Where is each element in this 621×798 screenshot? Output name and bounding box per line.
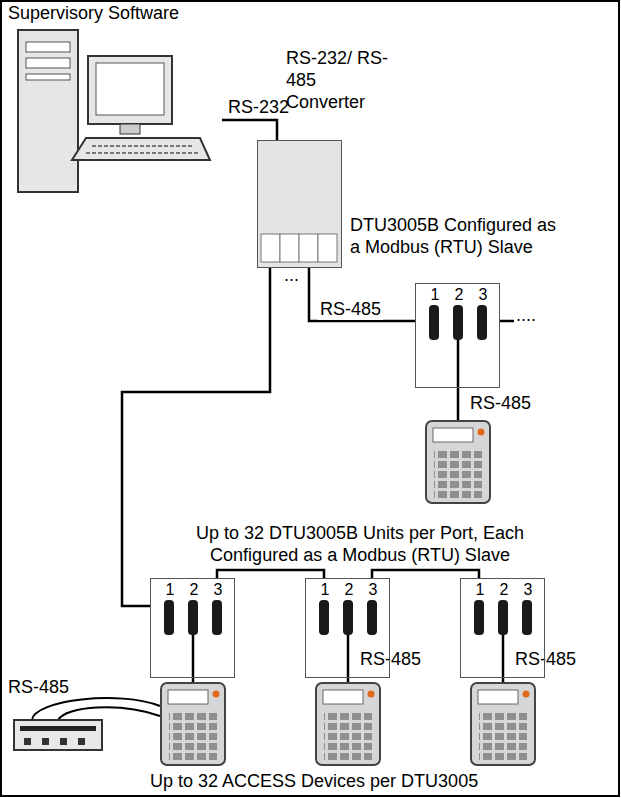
dtu-ports	[164, 305, 532, 635]
keyboard-keys	[92, 145, 194, 147]
rs485-wire	[192, 635, 195, 682]
continuation-wire	[500, 320, 514, 323]
keyboard-keys	[86, 152, 198, 154]
converter-illustration	[257, 140, 342, 268]
bus-label: RS-485	[515, 648, 576, 670]
computer-node: Supervisory Software	[4, 0, 222, 196]
port-connector	[474, 600, 484, 635]
rs485-wire	[32, 698, 160, 720]
node-heading: Supervisory Software	[8, 2, 226, 24]
converter-port	[299, 234, 318, 262]
continuation-dots: ....	[516, 304, 536, 326]
bus-label: RS-485	[8, 676, 69, 698]
port-number: 3	[479, 286, 488, 304]
unit-note: DTU3005B Configured as a Modbus (RTU) Sl…	[350, 214, 562, 258]
keypad-device	[471, 683, 535, 765]
printer-device	[14, 720, 102, 750]
converter-port	[318, 234, 337, 262]
port-number: 2	[455, 286, 464, 304]
connector-label: RS-485	[318, 298, 383, 320]
port-number: 3	[214, 581, 223, 599]
port-number: 1	[431, 286, 440, 304]
keypad-device	[426, 421, 490, 503]
computer-illustration	[18, 30, 210, 192]
converter-box: RS-232/ RS-485 Converter	[257, 140, 342, 268]
port-number: 2	[190, 581, 199, 599]
printer-button	[60, 738, 67, 745]
keypad-device	[161, 683, 225, 765]
port-connector	[164, 600, 174, 635]
bus-connector	[222, 120, 277, 140]
access-devices	[161, 421, 535, 765]
port-number: 1	[166, 581, 175, 599]
converter-port	[261, 234, 280, 262]
bus-connector	[309, 268, 415, 321]
port-connector	[188, 600, 198, 635]
port-connector	[212, 600, 222, 635]
printer-body	[14, 720, 102, 750]
dtu-unit: 123	[305, 578, 390, 678]
keyboard	[72, 138, 210, 160]
printer-button	[42, 738, 49, 745]
drive-bay	[26, 74, 70, 80]
port-number: 3	[524, 581, 533, 599]
group-note: Up to 32 DTU3005B Units per Port, Each C…	[150, 522, 570, 566]
tower-case	[18, 30, 78, 192]
port-connector	[343, 600, 353, 635]
converter-body	[257, 140, 342, 268]
printer-slot	[20, 726, 96, 731]
device-wires	[32, 321, 514, 720]
rs485-wire	[347, 635, 350, 682]
port-connector	[429, 305, 439, 340]
rs485-wire	[502, 635, 505, 682]
port-number: 1	[321, 581, 330, 599]
bus-label: RS-485	[360, 648, 421, 670]
bus-connector	[372, 570, 479, 578]
port-connector	[522, 600, 532, 635]
port-number: 2	[345, 581, 354, 599]
monitor-stand	[120, 124, 140, 134]
monitor-screen	[96, 63, 164, 115]
bus-label: RS-485	[470, 392, 531, 414]
drive-bay	[26, 42, 70, 52]
dtu-unit: 123	[150, 578, 235, 678]
port-connector	[498, 600, 508, 635]
port-number: 2	[500, 581, 509, 599]
printer-button	[24, 738, 31, 745]
rs485-wire	[58, 707, 160, 720]
drive-bay	[26, 58, 70, 68]
converter-port	[280, 234, 299, 262]
device-heading: RS-232/ RS-485 Converter	[286, 47, 396, 113]
port-connector	[453, 305, 463, 340]
group-note: Up to 32 ACCESS Devices per DTU3005	[150, 770, 478, 792]
port-connector	[477, 305, 487, 340]
port-connector	[319, 600, 329, 635]
dtu-unit: 123	[460, 578, 545, 678]
monitor	[88, 56, 172, 124]
dtu-unit: 123	[415, 283, 500, 388]
printer-button	[78, 738, 85, 745]
port-connector	[367, 600, 377, 635]
rs485-wire	[457, 340, 460, 420]
keypad-device	[316, 683, 380, 765]
port-number: 3	[369, 581, 378, 599]
connector-label: RS-232	[226, 96, 291, 118]
port-number: 1	[476, 581, 485, 599]
bus-connector	[217, 570, 324, 578]
